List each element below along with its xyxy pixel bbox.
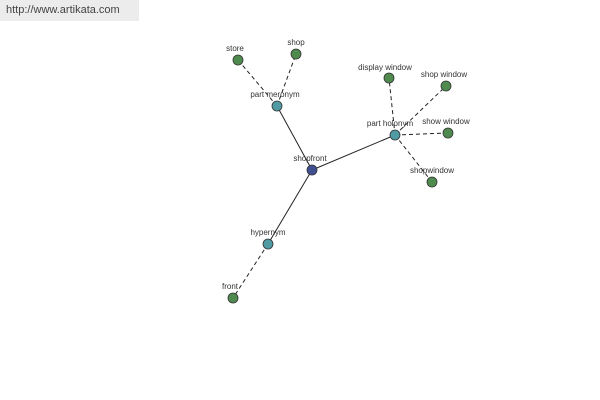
leaf-label-display-window: display window [358,63,412,72]
leaf-label-show-window: show window [422,117,470,126]
edge-part-meronym-to-store [237,59,278,107]
source-url-text: http://www.artikata.com [6,4,120,16]
edge-part-holonym-to-shop-window [394,85,447,136]
edge-shopfront-to-hypernym [267,169,313,245]
center-node-label: shopfront [293,154,327,163]
relation-label-part-holonym: part holonym [367,119,414,128]
leaf-node-show-window[interactable] [442,127,454,139]
leaf-node-display-window[interactable] [383,72,395,84]
leaf-label-shop-window: shop window [421,70,467,79]
source-url-banner: http://www.artikata.com [0,0,139,21]
edge-hypernym-to-front [232,243,269,299]
leaf-label-store: store [226,44,244,53]
edge-part-holonym-to-shopwindow [394,134,433,183]
leaf-node-shopwindow[interactable] [426,176,438,188]
leaf-label-front: front [222,282,239,291]
leaf-node-store[interactable] [232,54,244,66]
edge-layer [232,53,449,299]
edge-shopfront-to-part-holonym [311,134,396,171]
edge-part-meronym-to-shop [276,53,297,107]
relation-label-part-meronym: part meronym [250,90,300,99]
relation-node-part-holonym[interactable] [389,129,401,141]
relation-label-hypernym: hypernym [250,228,285,237]
leaf-label-shop: shop [287,38,305,47]
label-layer: store shop part meronym display window shop … [222,38,470,291]
relation-node-hypernym[interactable] [262,238,274,250]
leaf-node-front[interactable] [227,292,239,304]
center-node-shopfront[interactable] [306,164,318,176]
edge-part-holonym-to-show-window [394,132,449,136]
leaf-node-shop-window[interactable] [440,80,452,92]
edge-shopfront-to-part-meronym [276,105,313,171]
edge-part-holonym-to-display-window [388,77,396,136]
node-layer [227,48,454,304]
leaf-label-shopwindow: shopwindow [410,166,454,175]
leaf-node-shop[interactable] [290,48,302,60]
relation-node-part-meronym[interactable] [271,100,283,112]
